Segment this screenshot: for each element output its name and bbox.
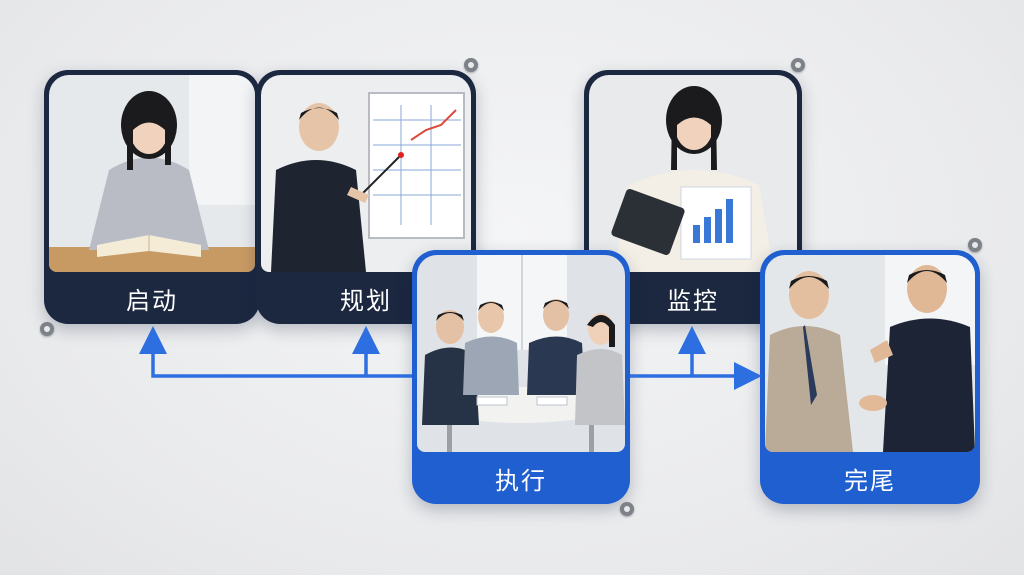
pin-decoration <box>40 322 54 336</box>
pin-decoration <box>968 238 982 252</box>
photo-woman-tablet <box>589 75 797 272</box>
pin-decoration <box>464 58 478 72</box>
pin-decoration <box>620 502 634 516</box>
stage-label: 完尾 <box>760 452 980 504</box>
stage-label: 执行 <box>412 452 630 504</box>
photo-woman-reading <box>49 75 255 272</box>
pin-decoration <box>791 58 805 72</box>
photo-man-presenting <box>261 75 471 272</box>
stage-card-initiate: 启动 <box>44 70 260 324</box>
stage-card-execute: 执行 <box>412 250 630 504</box>
stage-label: 启动 <box>44 272 260 324</box>
connector-line-left <box>153 340 412 376</box>
photo-handshake <box>765 255 975 452</box>
photo-team-meeting <box>417 255 625 452</box>
stage-card-close: 完尾 <box>760 250 980 504</box>
